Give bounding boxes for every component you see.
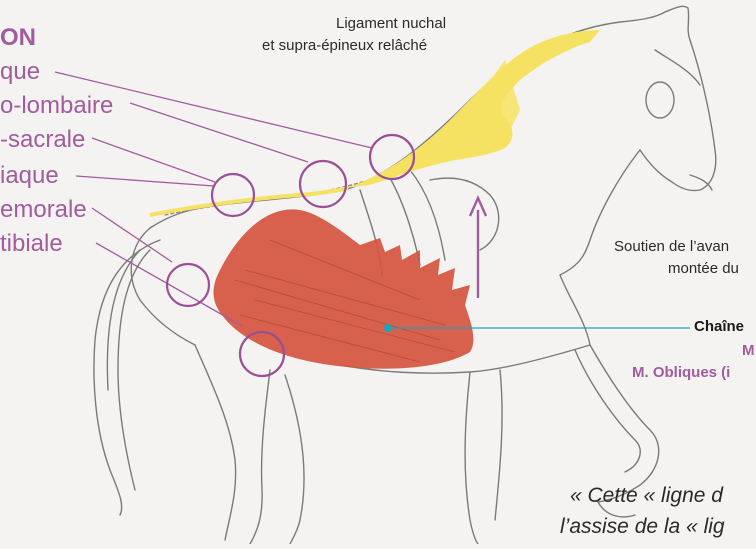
ligament-label-line2: et supra-épineux relâché (262, 37, 428, 54)
joint-circle (210, 172, 256, 218)
joint-circle (298, 159, 348, 209)
ligament-fan (470, 60, 520, 150)
nuchal-ligament-shape (345, 30, 600, 188)
joint-label-1: que (0, 58, 41, 85)
joint-label-5: emorale (0, 196, 87, 223)
forehand-label-line1: Soutien de l’avan (614, 238, 730, 255)
joint-circle (165, 262, 211, 308)
chain-pointer (384, 324, 690, 332)
joint-circle (368, 133, 416, 181)
joint-label-3: -sacrale (0, 126, 86, 153)
chain-muscle-1: M (742, 342, 755, 359)
joint-label-4: iaque (0, 162, 59, 189)
joint-circle (238, 330, 286, 378)
supraspinous-ligament-line (149, 186, 349, 217)
quote-line2: l’assise de la « lig (560, 515, 725, 538)
joint-circles (165, 133, 416, 378)
forehand-label-line2: montée du (668, 260, 739, 277)
muscle-shape (213, 209, 474, 369)
chain-muscle-2: M. Obliques (i (632, 364, 731, 381)
quote-line1: « Cette « ligne d (570, 484, 723, 507)
joint-label-6: tibiale (0, 230, 63, 257)
muscle-fibers (234, 239, 456, 363)
ligament-label-line1: Ligament nuchal (336, 15, 447, 32)
joint-label-2: o-lombaire (0, 92, 114, 119)
pointer-lines (54, 71, 373, 327)
upward-arrow-icon (468, 195, 488, 298)
legend-title: ON (0, 24, 36, 51)
chain-title: Chaîne (694, 318, 745, 335)
